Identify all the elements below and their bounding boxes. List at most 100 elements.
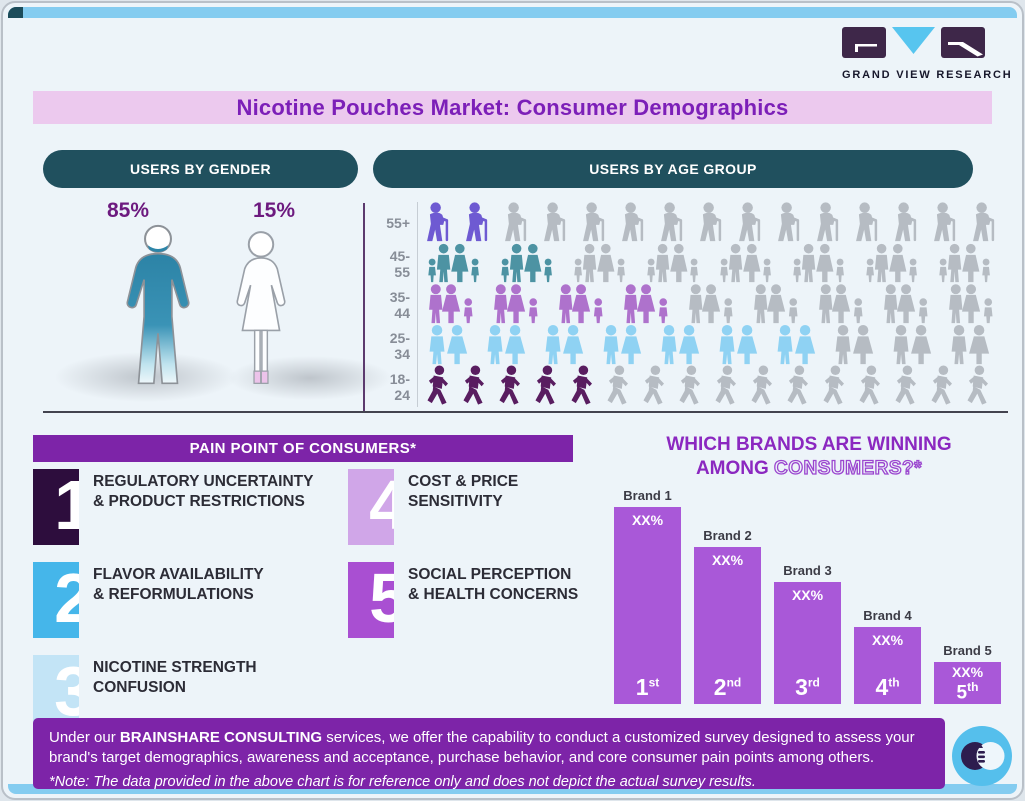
couple-child-icon [615, 283, 679, 325]
age-row-label: 55+ [386, 214, 410, 231]
bar: XX% 3rd [774, 582, 841, 704]
bar-rank: 4th [875, 674, 900, 700]
elderly-icon [927, 201, 964, 243]
pain-item-5-label: SOCIAL PERCEPTION & HEALTH CONCERNS [408, 566, 579, 604]
page-title: Nicotine Pouches Market: Consumer Demogr… [236, 94, 789, 120]
family-icon [858, 242, 930, 284]
elderly-icon [732, 201, 769, 243]
gvr-logo-icon [842, 27, 985, 58]
pair-icon [710, 324, 767, 366]
male-percentage: 85% [107, 199, 150, 222]
elderly-icon [888, 201, 925, 243]
walker-icon [780, 365, 815, 407]
elderly-icon [966, 201, 1003, 243]
age-row: 25-34 [375, 325, 1008, 366]
bar: XX%5th [934, 662, 1001, 704]
bar: XX%2nd [694, 547, 761, 704]
walker-icon [456, 365, 491, 407]
couple-child-icon [680, 283, 744, 325]
bar-value: XX% [631, 512, 664, 528]
couple-child-icon [745, 283, 809, 325]
bar-label: Brand 4 [863, 608, 912, 623]
elderly-icon [615, 201, 652, 243]
pain-item-4: 4 COST & PRICE SENSITIVITY [348, 469, 598, 545]
age-row-icons [417, 325, 999, 366]
pain-points-header: PAIN POINT OF CONSUMERS* [33, 435, 573, 462]
elderly-icon [771, 201, 808, 243]
pain-item-3: 3 NICOTINE STRENGTH CONFUSION [33, 655, 343, 731]
family-icon [639, 242, 711, 284]
elderly-icon [693, 201, 730, 243]
brands-title-line1: WHICH BRANDS ARE WINNING [666, 434, 952, 455]
pain-number-2-icon: 2 [33, 562, 79, 638]
female-percentage: 15% [253, 199, 296, 222]
bar-brand-4: Brand 4 XX% 4th [854, 483, 921, 704]
elderly-icon [537, 201, 574, 243]
age-row-icons [417, 366, 995, 407]
pain-item-2-label: FLAVOR AVAILABILITY & REFORMULATIONS [93, 566, 264, 604]
elderly-icon [849, 201, 886, 243]
bar: XX% 4th [854, 627, 921, 704]
pair-icon [420, 324, 477, 366]
walker-icon [600, 365, 635, 407]
brands-bar-chart: Brand 1 XX% 1st Brand 2 XX%2nd Brand 3 XX% 3rd B… [614, 483, 1014, 704]
couple-child-icon [810, 283, 874, 325]
age-row-label: 25-34 [389, 329, 410, 362]
elderly-icon [420, 201, 457, 243]
couple-child-icon [420, 283, 484, 325]
couple-child-icon [485, 283, 549, 325]
age-row-label: 35-44 [389, 288, 410, 321]
walker-icon [492, 365, 527, 407]
vertical-divider [363, 203, 365, 412]
horizontal-divider [43, 411, 1008, 413]
title-bar: Nicotine Pouches Market: Consumer Demogr… [33, 91, 992, 124]
walker-icon [672, 365, 707, 407]
elderly-icon [459, 201, 496, 243]
pair-icon [826, 324, 883, 366]
bar-brand-1: Brand 1 XX% 1st [614, 483, 681, 704]
walker-icon [852, 365, 887, 407]
elderly-icon [498, 201, 535, 243]
pain-points-column-1: 1 REGULATORY UNCERTAINTY & PRODUCT RESTR… [33, 469, 343, 748]
walker-icon [420, 365, 455, 407]
pain-number-4-icon: 4 [348, 469, 394, 545]
pair-icon [594, 324, 651, 366]
bar-label: Brand 3 [783, 563, 832, 578]
family-icon [566, 242, 638, 284]
brands-chart-title: WHICH BRANDS ARE WINNING AMONG CONSUMERS… [603, 433, 1015, 481]
gender-header-label: USERS BY GENDER [129, 161, 272, 177]
pain-item-5: 5 SOCIAL PERCEPTION & HEALTH CONCERNS [348, 562, 598, 638]
elderly-icon [576, 201, 613, 243]
walker-icon [816, 365, 851, 407]
bar-rank: 3rd [795, 674, 820, 700]
bar-rank: 1st [635, 674, 660, 700]
pair-icon [536, 324, 593, 366]
walker-icon [960, 365, 995, 407]
pain-number-5-icon: 5 [348, 562, 394, 638]
bar-value: XX% [791, 587, 824, 603]
pair-icon [884, 324, 941, 366]
bar-label: Brand 2 [703, 528, 752, 543]
bar-label: Brand 5 [943, 643, 992, 658]
male-figure-icon [126, 224, 190, 385]
brands-title-outline-text: CONSUMERS?* [773, 457, 923, 479]
age-section-header: USERS BY AGE GROUP [373, 150, 973, 188]
age-row: 35-44 [375, 284, 1008, 325]
footer-banner: Under our BRAINSHARE CONSULTING services… [33, 718, 945, 790]
footer-brand-name: BRAINSHARE CONSULTING [119, 729, 323, 746]
walker-icon [744, 365, 779, 407]
corner-accent [8, 7, 23, 18]
age-row-icons [417, 202, 1003, 243]
bar-value: XX% [951, 664, 984, 680]
bar-label: Brand 1 [623, 488, 672, 503]
couple-child-icon [940, 283, 1004, 325]
family-icon [785, 242, 857, 284]
pain-points-header-label: PAIN POINT OF CONSUMERS* [189, 440, 417, 457]
walker-icon [888, 365, 923, 407]
walker-icon [924, 365, 959, 407]
bar-brand-5: Brand 5 XX%5th [934, 483, 1001, 704]
bar-value: XX% [871, 632, 904, 648]
couple-child-icon [875, 283, 939, 325]
